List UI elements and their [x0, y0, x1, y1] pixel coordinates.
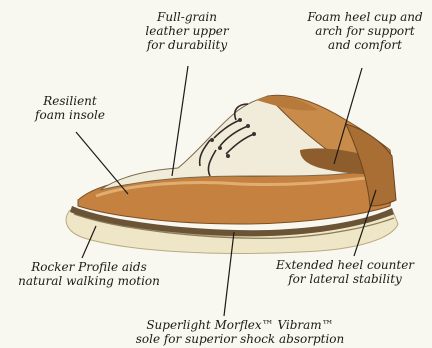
callout-rocker-line-1: Rocker Profile aids [4, 260, 174, 274]
callout-insole-line-1: Resilient [20, 94, 120, 108]
callout-insole-line-2: foam insole [20, 108, 120, 122]
callout-heel-cup-line-1: Foam heel cup and [300, 10, 430, 24]
leader-insole [76, 132, 128, 194]
callout-heel-cup: Foam heel cup and arch for support and c… [300, 10, 430, 52]
callout-upper-line-1: Full-grain [132, 10, 242, 24]
callout-upper-line-3: for durability [132, 38, 242, 52]
callout-rocker-line-2: natural walking motion [4, 274, 174, 288]
callout-upper: Full-grain leather upper for durability [132, 10, 242, 52]
callout-sole-line-1: Superlight Morflex™ Vibram™ [120, 318, 360, 332]
callout-heel-cup-line-3: and comfort [300, 38, 430, 52]
callout-heel-counter-line-2: for lateral stability [262, 272, 428, 286]
callout-upper-line-2: leather upper [132, 24, 242, 38]
callout-heel-cup-line-2: arch for support [300, 24, 430, 38]
callout-sole: Superlight Morflex™ Vibram™ sole for sup… [120, 318, 360, 346]
callout-rocker: Rocker Profile aids natural walking moti… [4, 260, 174, 288]
callout-heel-counter: Extended heel counter for lateral stabil… [262, 258, 428, 286]
callout-heel-counter-line-1: Extended heel counter [262, 258, 428, 272]
leader-upper [172, 66, 188, 176]
callout-sole-line-2: sole for superior shock absorption [120, 332, 360, 346]
callout-insole: Resilient foam insole [20, 94, 120, 122]
